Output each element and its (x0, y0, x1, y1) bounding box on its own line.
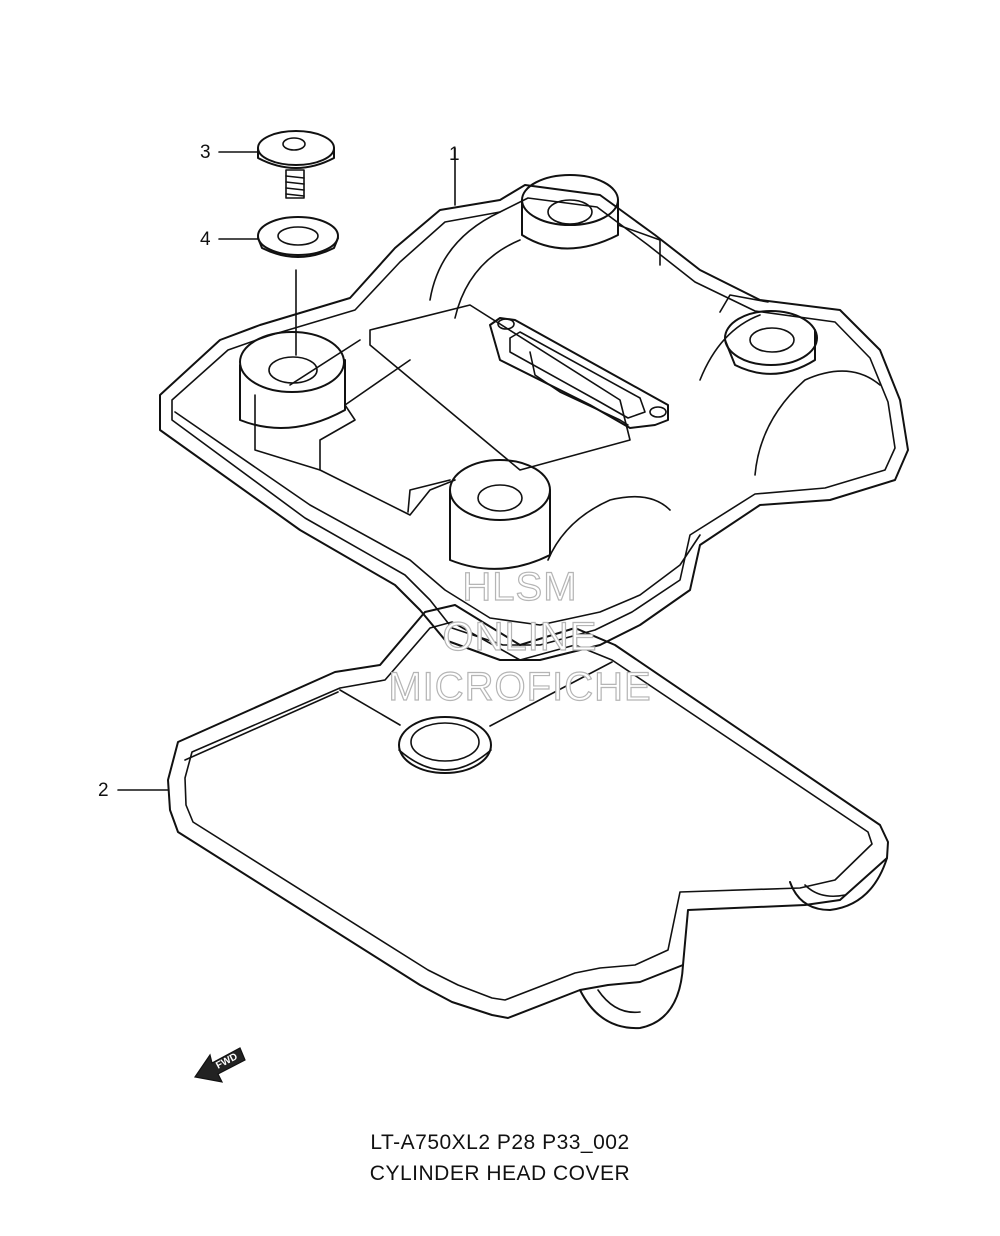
forward-arrow-icon: FWD (193, 1047, 246, 1083)
leader-lines (117, 147, 456, 791)
watermark-line-2: ONLINE (442, 615, 598, 659)
watermark-line-1: HLSM (462, 565, 578, 609)
callout-number-4: 4 (200, 229, 211, 250)
callout-number-2: 2 (98, 780, 109, 801)
cylinder-head-cover-part[interactable] (159, 174, 909, 661)
diagram-code: LT-A750XL2 P28 P33_002 (370, 1131, 630, 1154)
bolt-boss-front (407, 459, 551, 570)
callout-number-1: 1 (449, 144, 460, 165)
callout-number-3: 3 (200, 142, 211, 163)
bolt-part[interactable] (257, 130, 335, 199)
diagram-title: CYLINDER HEAD COVER (369, 1162, 631, 1185)
washer-part[interactable] (257, 216, 339, 258)
watermark-line-3: MICROFICHE (388, 665, 652, 709)
bolt-boss-left (239, 331, 346, 429)
gasket-part[interactable] (167, 604, 889, 1030)
bolt-boss-right (719, 294, 818, 375)
bolt-boss-rear (521, 174, 661, 266)
